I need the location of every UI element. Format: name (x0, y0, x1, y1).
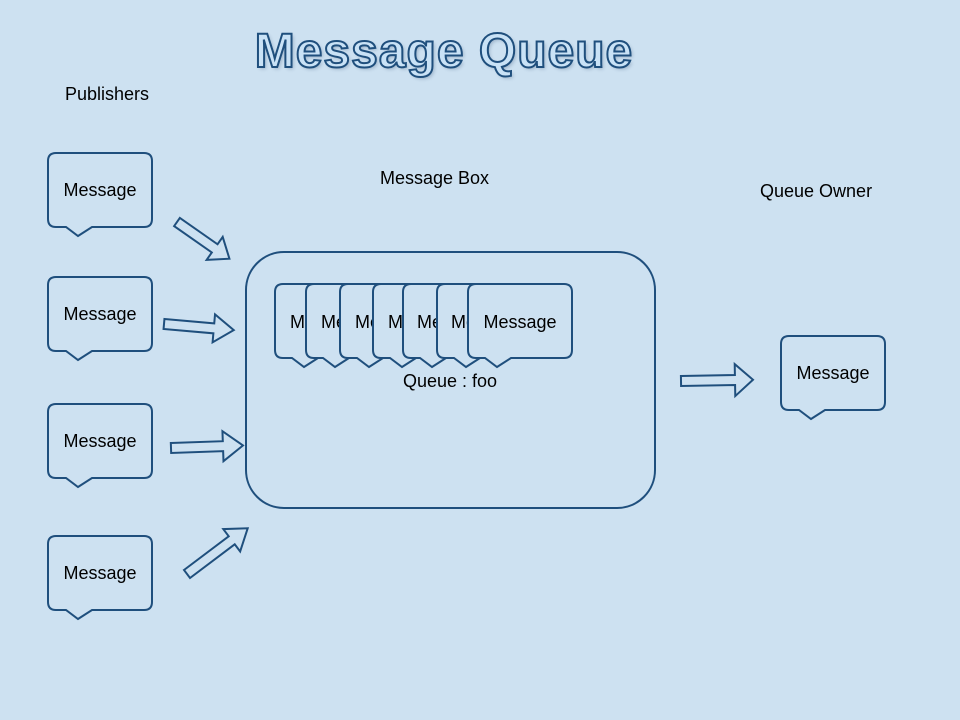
owner-message-bubble: Message (780, 335, 886, 421)
publish-arrow (169, 429, 245, 464)
publishers-label: Publishers (65, 84, 150, 104)
queue-name-label: Queue : foo (403, 371, 497, 391)
message-box-container (245, 251, 656, 509)
queue-owner-label: Queue Owner (760, 181, 873, 201)
publisher-message-bubble: Message (47, 403, 153, 489)
message-text: Me (321, 312, 346, 332)
message-text: Message (63, 431, 136, 451)
message-text: Me (451, 312, 476, 332)
message-text: Me (290, 312, 315, 332)
message-text: Message (483, 312, 556, 332)
publish-arrow (162, 312, 236, 345)
diagram-title: Message Queue (254, 24, 634, 79)
publish-arrow (182, 527, 250, 580)
publisher-message-bubble: Message (47, 152, 153, 238)
message-text: Message (796, 363, 869, 383)
message-box-label: Message Box (380, 168, 490, 188)
message-text: Me (388, 312, 413, 332)
message-text: Me (355, 312, 380, 332)
publish-arrow (172, 216, 231, 261)
deliver-arrow (679, 361, 755, 399)
publisher-message-bubble: Message (47, 276, 153, 362)
queued-message-bubble: Message (467, 283, 573, 369)
message-text: Message (63, 304, 136, 324)
message-text: Message (63, 180, 136, 200)
publisher-message-bubble: Message (47, 535, 153, 621)
message-text: Me (417, 312, 442, 332)
message-text: Message (63, 563, 136, 583)
